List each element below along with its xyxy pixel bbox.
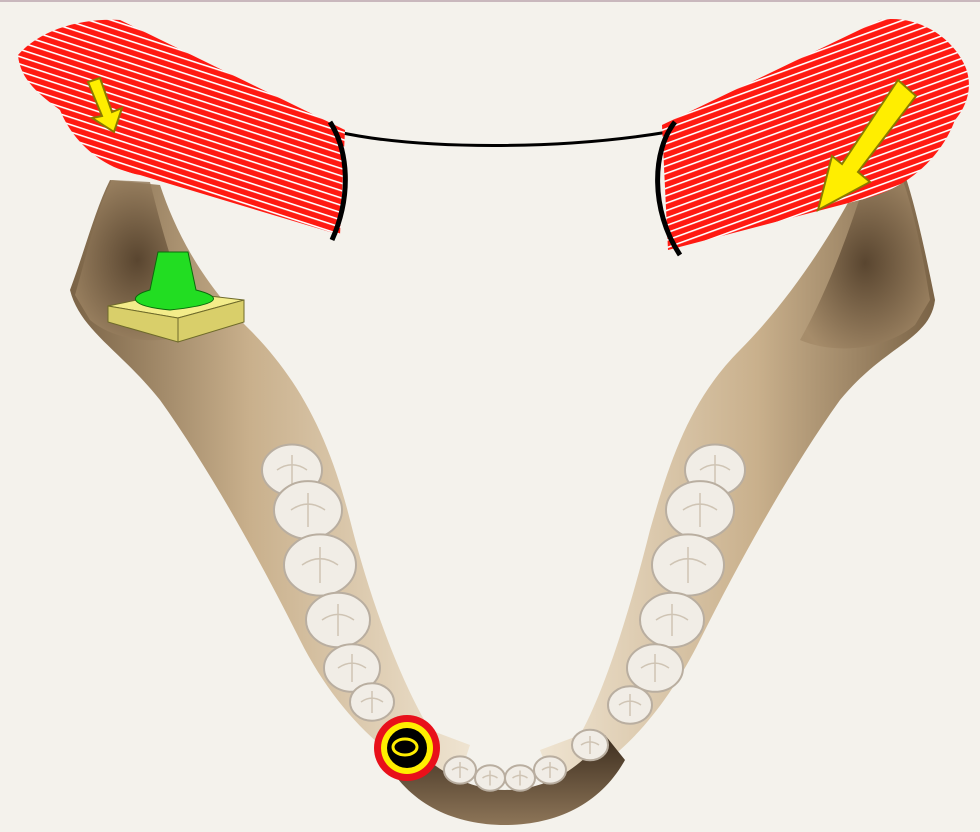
left-tooth	[274, 481, 342, 539]
left-muscle-band	[18, 20, 345, 235]
mandible-bone	[70, 175, 935, 825]
left-muscle	[18, 20, 345, 240]
right-tooth	[666, 481, 734, 539]
front-tooth	[505, 765, 535, 791]
right-muscle-band	[662, 19, 969, 250]
teeth-row	[262, 445, 745, 791]
bite-point-icon	[374, 715, 440, 781]
right-tooth	[608, 686, 652, 723]
front-tooth	[444, 756, 476, 783]
left-tooth	[284, 534, 356, 595]
right-tooth	[640, 593, 704, 647]
front-tooth	[475, 765, 505, 791]
right-tooth	[627, 644, 683, 692]
right-muscle	[658, 19, 969, 255]
left-tooth	[306, 593, 370, 647]
right-tooth	[652, 534, 724, 595]
tension-line	[338, 132, 668, 146]
front-tooth	[534, 756, 566, 783]
left-tooth	[350, 683, 394, 720]
front-tooth	[572, 730, 608, 761]
